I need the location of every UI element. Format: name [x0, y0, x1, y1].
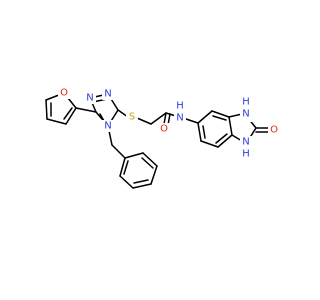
bond-ph-c2-c3 [142, 152, 158, 167]
bond-ch2-phenyl [111, 144, 126, 159]
bond-c5-furan-c2 [75, 107, 97, 113]
atom-n-imidazole-1: N [242, 137, 249, 148]
molecule-canvas: N N N O S O N H H N N H O [45, 87, 280, 189]
bond-bz-c4-c3a-double [212, 115, 227, 121]
atom-labels: N N N O S O N H H N N H O [58, 87, 280, 162]
bond-ph-c3-c4 [150, 165, 158, 185]
bond-bz-c7a-c7-double [215, 133, 228, 144]
bond-bz-c4-c3a [211, 110, 230, 118]
bond-bz-c5-c4 [197, 110, 213, 124]
bond-s-ch2 [136, 117, 152, 125]
atom-n-triazole-1: N [86, 93, 93, 104]
atom-o-furan: O [60, 88, 68, 99]
atom-n-imidazole-3: N [242, 109, 249, 120]
atom-o-urea: O [270, 125, 278, 136]
molecule-diagram: N N N O S O N H H N N H O [45, 87, 280, 189]
bond-bz-c7a-c7 [217, 134, 233, 148]
atom-s-thioether: S [129, 112, 135, 123]
atom-h-amide: H [176, 101, 184, 112]
bond-furan-c5-c4 [45, 99, 48, 120]
bond-ph-c1-c2 [124, 152, 144, 159]
bond-carbonyl-o [163, 112, 167, 125]
atom-n-triazole-4: N [104, 121, 111, 132]
atom-n-triazole-2: N [104, 89, 111, 100]
bond-nh-aryl [185, 118, 199, 124]
bond-bz-c6-c5-double [202, 125, 206, 139]
bond-c3a-n3 [228, 113, 243, 118]
bond-furan-c3-c2 [65, 107, 77, 125]
bond-ph-c4-c5-double [133, 179, 149, 184]
bond-ph-c6-c1-double [123, 160, 129, 175]
bond-ph-c6-c1 [119, 157, 126, 177]
bond-furan-c3-c2-double [63, 107, 73, 120]
bond-triazole-n4-c5-double [99, 113, 105, 122]
bond-ph-c5-c6 [119, 175, 134, 189]
bond-furan-c4-c3 [46, 118, 67, 125]
bond-bz-c7-c6 [200, 140, 219, 148]
atom-h-imidazole-1: H [242, 149, 250, 160]
bond-bz-c6-c5 [197, 122, 202, 142]
bond-ch2-carbonyl [150, 112, 167, 125]
bond-bz-c3a-c7a [228, 116, 233, 136]
atom-h-imidazole-3: H [242, 97, 250, 108]
atom-n-amide: N [176, 113, 183, 124]
bond-ph-c4-c5 [132, 183, 152, 189]
atom-o-amide: O [160, 124, 168, 135]
bonds [45, 92, 269, 189]
bond-ph-c2-c3-double [141, 157, 154, 169]
